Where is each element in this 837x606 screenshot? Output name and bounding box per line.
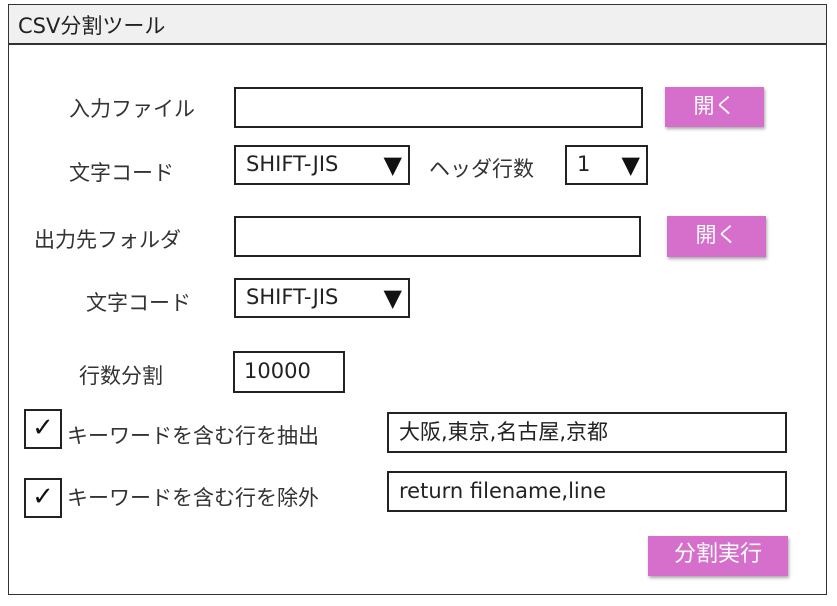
exclude-keywords-input[interactable]: return filename,line: [387, 471, 787, 512]
extract-keywords-input[interactable]: 大阪,東京,名古屋,京都: [387, 412, 787, 453]
exclude-label: キーワードを含む行を除外: [67, 486, 319, 510]
extract-label: キーワードを含む行を抽出: [67, 424, 319, 448]
chevron-down-icon: ▼: [621, 151, 640, 179]
title-bar: CSV分割ツール: [9, 5, 826, 45]
input-open-button[interactable]: 開く: [665, 87, 764, 127]
chevron-down-icon: ▼: [383, 151, 402, 179]
input-encoding-select[interactable]: SHIFT-JIS ▼: [234, 145, 410, 185]
chevron-down-icon: ▼: [383, 284, 402, 312]
output-encoding-value: SHIFT-JIS: [246, 285, 339, 309]
input-encoding-label: 文字コード: [69, 161, 174, 185]
window-title: CSV分割ツール: [18, 14, 166, 38]
input-encoding-value: SHIFT-JIS: [246, 152, 339, 176]
header-rows-label: ヘッダ行数: [429, 157, 534, 181]
output-encoding-label: 文字コード: [86, 291, 191, 315]
output-encoding-select[interactable]: SHIFT-JIS ▼: [234, 278, 410, 318]
exclude-checkbox[interactable]: ✓: [24, 478, 62, 518]
extract-checkbox[interactable]: ✓: [24, 409, 62, 449]
split-rows-input[interactable]: 10000: [233, 351, 345, 393]
header-rows-select[interactable]: 1 ▼: [565, 145, 648, 185]
output-folder-label: 出力先フォルダ: [34, 228, 181, 252]
input-file-label: 入力ファイル: [69, 97, 195, 121]
run-split-button[interactable]: 分割実行: [648, 536, 788, 576]
output-open-button[interactable]: 開く: [667, 216, 766, 257]
header-rows-value: 1: [577, 152, 591, 176]
split-rows-label: 行数分割: [79, 364, 163, 388]
output-folder-field[interactable]: [234, 216, 641, 257]
input-file-field[interactable]: [234, 87, 643, 128]
